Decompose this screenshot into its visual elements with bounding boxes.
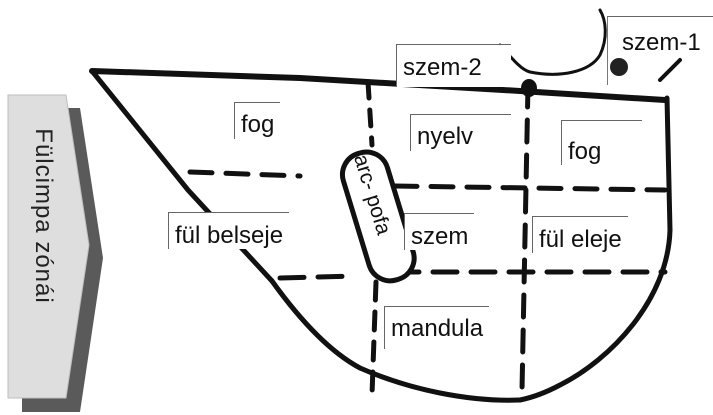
side-arrow-banner <box>7 94 103 412</box>
zone-ful-eleje: fül eleje <box>532 216 628 253</box>
szem-1-dot <box>610 58 628 76</box>
zone-mandula: mandula <box>384 306 490 349</box>
zone-fog-left: fog <box>234 102 281 139</box>
arc-pofa-box <box>339 149 417 284</box>
zone-szem-1: szem-1 <box>622 29 701 56</box>
szem-1-box <box>607 16 713 85</box>
zone-szem-2: szem-2 <box>396 44 511 87</box>
zone-fog-right: fog <box>561 120 642 165</box>
zone-nyelv: nyelv <box>410 114 511 151</box>
zone-ful-belseje: fül belseje <box>168 212 290 249</box>
szem-2-dot <box>521 79 537 97</box>
zone-szem: szem <box>404 213 475 250</box>
